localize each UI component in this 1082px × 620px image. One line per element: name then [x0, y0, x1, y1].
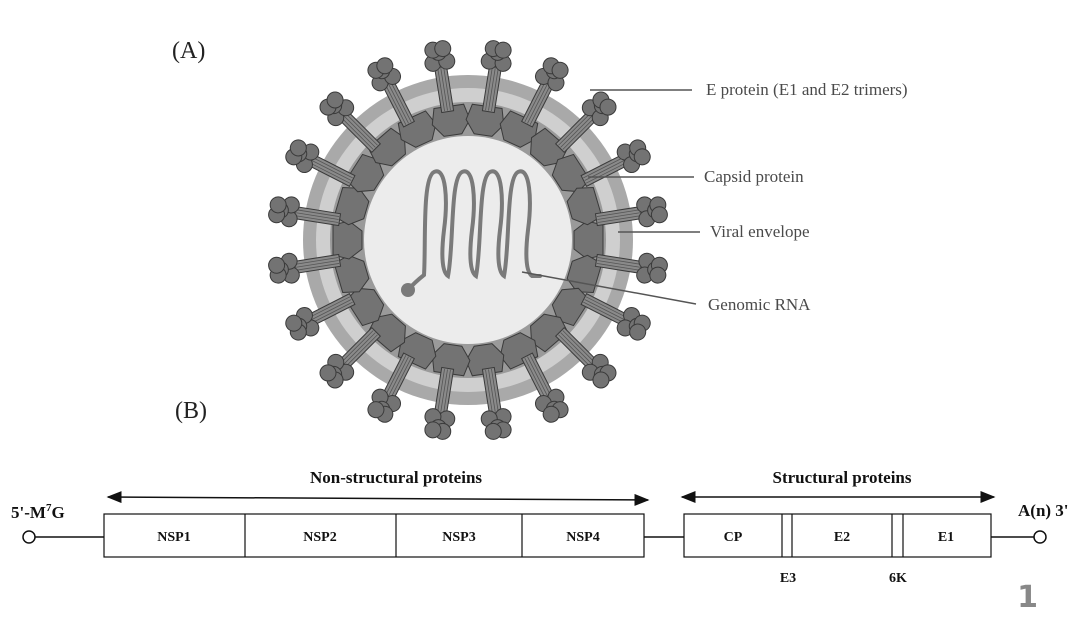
e-protein-spike: [594, 252, 668, 284]
e-protein-spike: [367, 352, 415, 423]
e-protein-spike: [594, 196, 668, 228]
e-protein-spike: [521, 352, 569, 423]
capsid-protein-subunit: [367, 127, 406, 167]
e-protein-spike: [285, 293, 356, 341]
e-protein-spike: [580, 139, 651, 187]
leader-rna: [521, 271, 697, 305]
e-protein-spike: [554, 91, 617, 154]
e-protein-spike: [268, 196, 342, 228]
e-protein-spike: [319, 91, 382, 154]
structural-block: [683, 513, 992, 558]
five-prime-terminus: [22, 530, 36, 544]
e-protein-spike: [580, 293, 651, 341]
capsid-proteins: [332, 103, 604, 377]
e1-label: E1: [938, 530, 954, 545]
virion-core: [364, 136, 572, 344]
capsid-protein-subunit: [566, 254, 603, 293]
three-prime-label: A(n) 3': [1018, 501, 1069, 520]
6k-label: 6K: [889, 571, 907, 586]
e-protein-spike: [554, 326, 617, 389]
capsid-protein-subunit: [333, 187, 370, 226]
e-protein-spike: [285, 139, 356, 187]
e-protein-spike: [521, 57, 569, 128]
genomic-rna: [406, 169, 542, 292]
e-protein-spikes: [268, 40, 668, 440]
page-number: 1: [1017, 580, 1038, 615]
e-protein-spike: [480, 40, 512, 114]
nsp3-label: NSP3: [442, 530, 475, 545]
label-e-protein: E protein (E1 and E2 trimers): [706, 80, 908, 99]
e2-label: E2: [834, 530, 850, 545]
panel-b-label: (B): [175, 398, 207, 424]
e-protein-spike: [424, 366, 456, 440]
capsid-protein-subunit: [551, 287, 591, 327]
five-prime-label: 5'-M7G: [11, 502, 65, 522]
nonstructural-arrow: [106, 491, 650, 506]
e3-label: E3: [780, 571, 796, 586]
three-prime-terminus: [1033, 530, 1047, 544]
panel-a-label: (A): [172, 38, 205, 64]
label-capsid-protein: Capsid protein: [704, 167, 804, 186]
nonstructural-title: Non-structural proteins: [310, 468, 482, 487]
nsp2-label: NSP2: [303, 530, 336, 545]
e-protein-spike: [319, 326, 382, 389]
e-protein-spike: [424, 40, 456, 114]
structural-title: Structural proteins: [773, 468, 912, 487]
label-genomic-rna: Genomic RNA: [708, 295, 811, 314]
virion-particle: [268, 40, 668, 440]
capsid-protein-subunit: [530, 313, 569, 353]
e-protein-spike: [268, 252, 342, 284]
nsp1-label: NSP1: [157, 530, 190, 545]
rna-cap-bead: [401, 283, 415, 297]
nonstructural-block: [103, 513, 645, 558]
cp-label: CP: [724, 530, 743, 545]
label-viral-envelope: Viral envelope: [710, 222, 810, 241]
capsid-protein-subunit: [345, 153, 385, 193]
e-protein-spike: [480, 366, 512, 440]
e-protein-spike: [367, 57, 415, 128]
nsp4-label: NSP4: [566, 530, 599, 545]
